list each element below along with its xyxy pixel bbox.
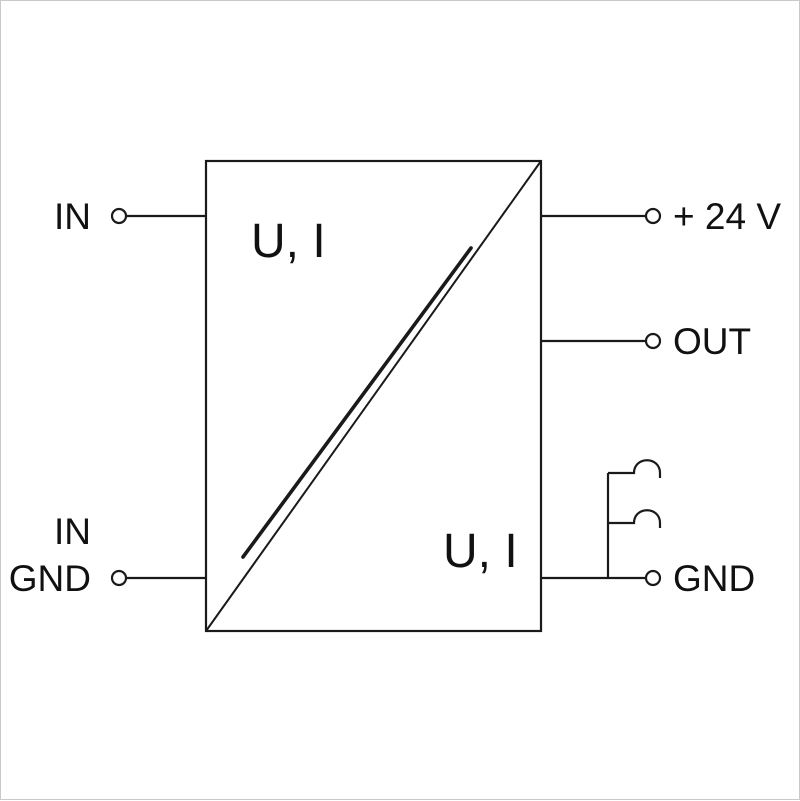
label-in-gnd-line1: IN bbox=[54, 511, 91, 552]
jumper-hook-top bbox=[608, 459, 662, 478]
terminal-24v-circle bbox=[644, 207, 662, 225]
label-in: IN bbox=[54, 196, 91, 237]
terminal-in-gnd-circle bbox=[110, 569, 128, 587]
label-signal-out: U, I bbox=[443, 525, 518, 578]
terminal-in-circle bbox=[110, 207, 128, 225]
label-out: OUT bbox=[673, 321, 751, 362]
transfer-diagonal bbox=[205, 160, 542, 632]
jumper-hook-bottom bbox=[608, 509, 662, 528]
terminal-out-circle bbox=[644, 332, 662, 350]
label-24v: + 24 V bbox=[673, 196, 781, 237]
label-in-gnd-line2: GND bbox=[9, 558, 91, 599]
characteristic-line bbox=[241, 246, 473, 559]
label-signal-in: U, I bbox=[251, 215, 326, 268]
label-gnd: GND bbox=[673, 558, 755, 599]
terminal-gnd-circle bbox=[644, 569, 662, 587]
